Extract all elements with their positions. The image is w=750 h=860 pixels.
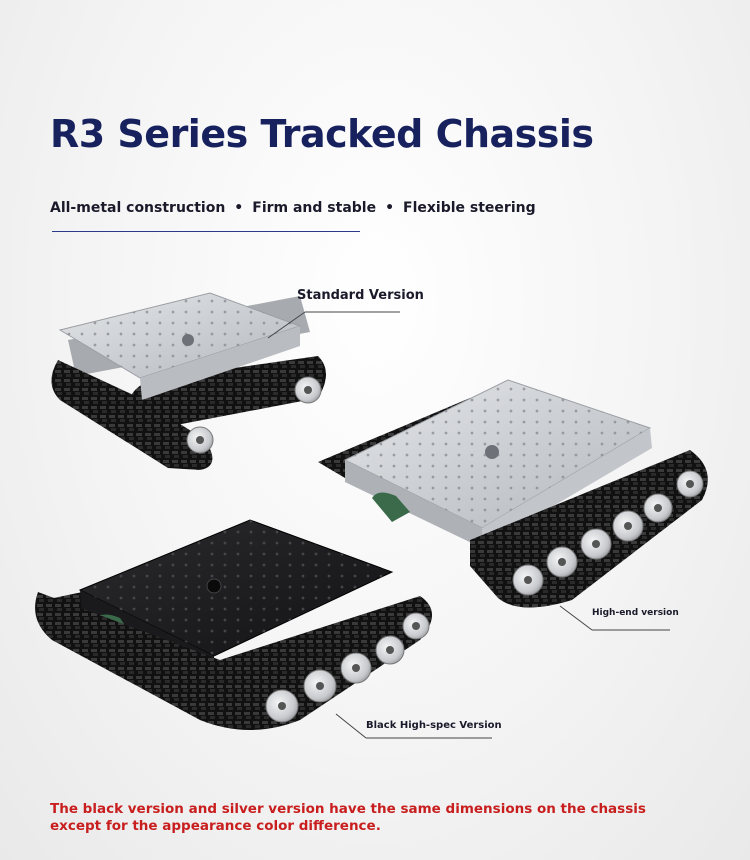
highend-chassis-image (318, 379, 708, 608)
feature-separator: • (234, 200, 244, 216)
feature-item: Firm and stable (252, 200, 377, 216)
highend-version-label: High-end version (592, 608, 679, 618)
feature-item: All-metal construction (50, 200, 226, 216)
standard-track-right (128, 356, 326, 430)
standard-track-left (51, 360, 213, 470)
page-title: R3 Series Tracked Chassis (50, 112, 594, 156)
dimension-note: The black version and silver version hav… (50, 801, 730, 835)
black-version-label: Black High-spec Version (366, 720, 502, 731)
black-wheel-icon (265, 612, 430, 723)
standard-chassis-image (51, 292, 326, 470)
features-underline (52, 231, 360, 232)
highend-motor (372, 492, 410, 522)
standard-version-label: Standard Version (297, 288, 424, 303)
feature-separator: • (385, 200, 395, 216)
black-chassis-image (35, 519, 432, 730)
dimension-note-line: The black version and silver version hav… (50, 801, 646, 817)
feature-item: Flexible steering (403, 200, 536, 216)
highend-wheel-icon (512, 470, 704, 596)
dimension-note-line: except for the appearance color differen… (50, 818, 381, 834)
feature-list: All-metal construction • Firm and stable • F… (50, 200, 536, 216)
